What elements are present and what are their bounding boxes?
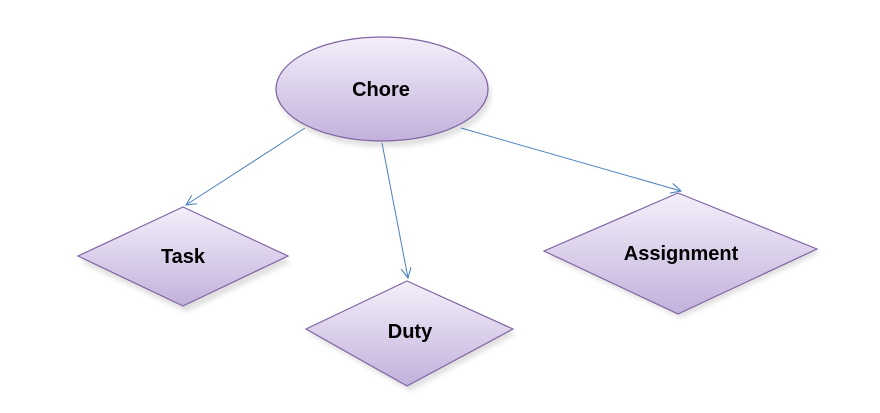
node-task: Task (76, 206, 290, 307)
edge-chore-task (186, 127, 306, 205)
edges (186, 127, 681, 278)
node-assignment: Assignment (542, 192, 819, 315)
assignment-label: Assignment (624, 243, 739, 265)
task-label: Task (161, 246, 206, 268)
edge-chore-duty (381, 142, 408, 278)
node-duty: Duty (304, 280, 515, 387)
duty-label: Duty (388, 321, 433, 343)
assignment-diamond (542, 192, 819, 315)
chore-ellipse (275, 36, 489, 142)
node-chore: Chore (275, 36, 489, 142)
chore-label: Chore (352, 79, 410, 101)
duty-diamond (304, 280, 515, 387)
edge-chore-assignment (460, 127, 681, 191)
task-diamond (76, 206, 290, 307)
